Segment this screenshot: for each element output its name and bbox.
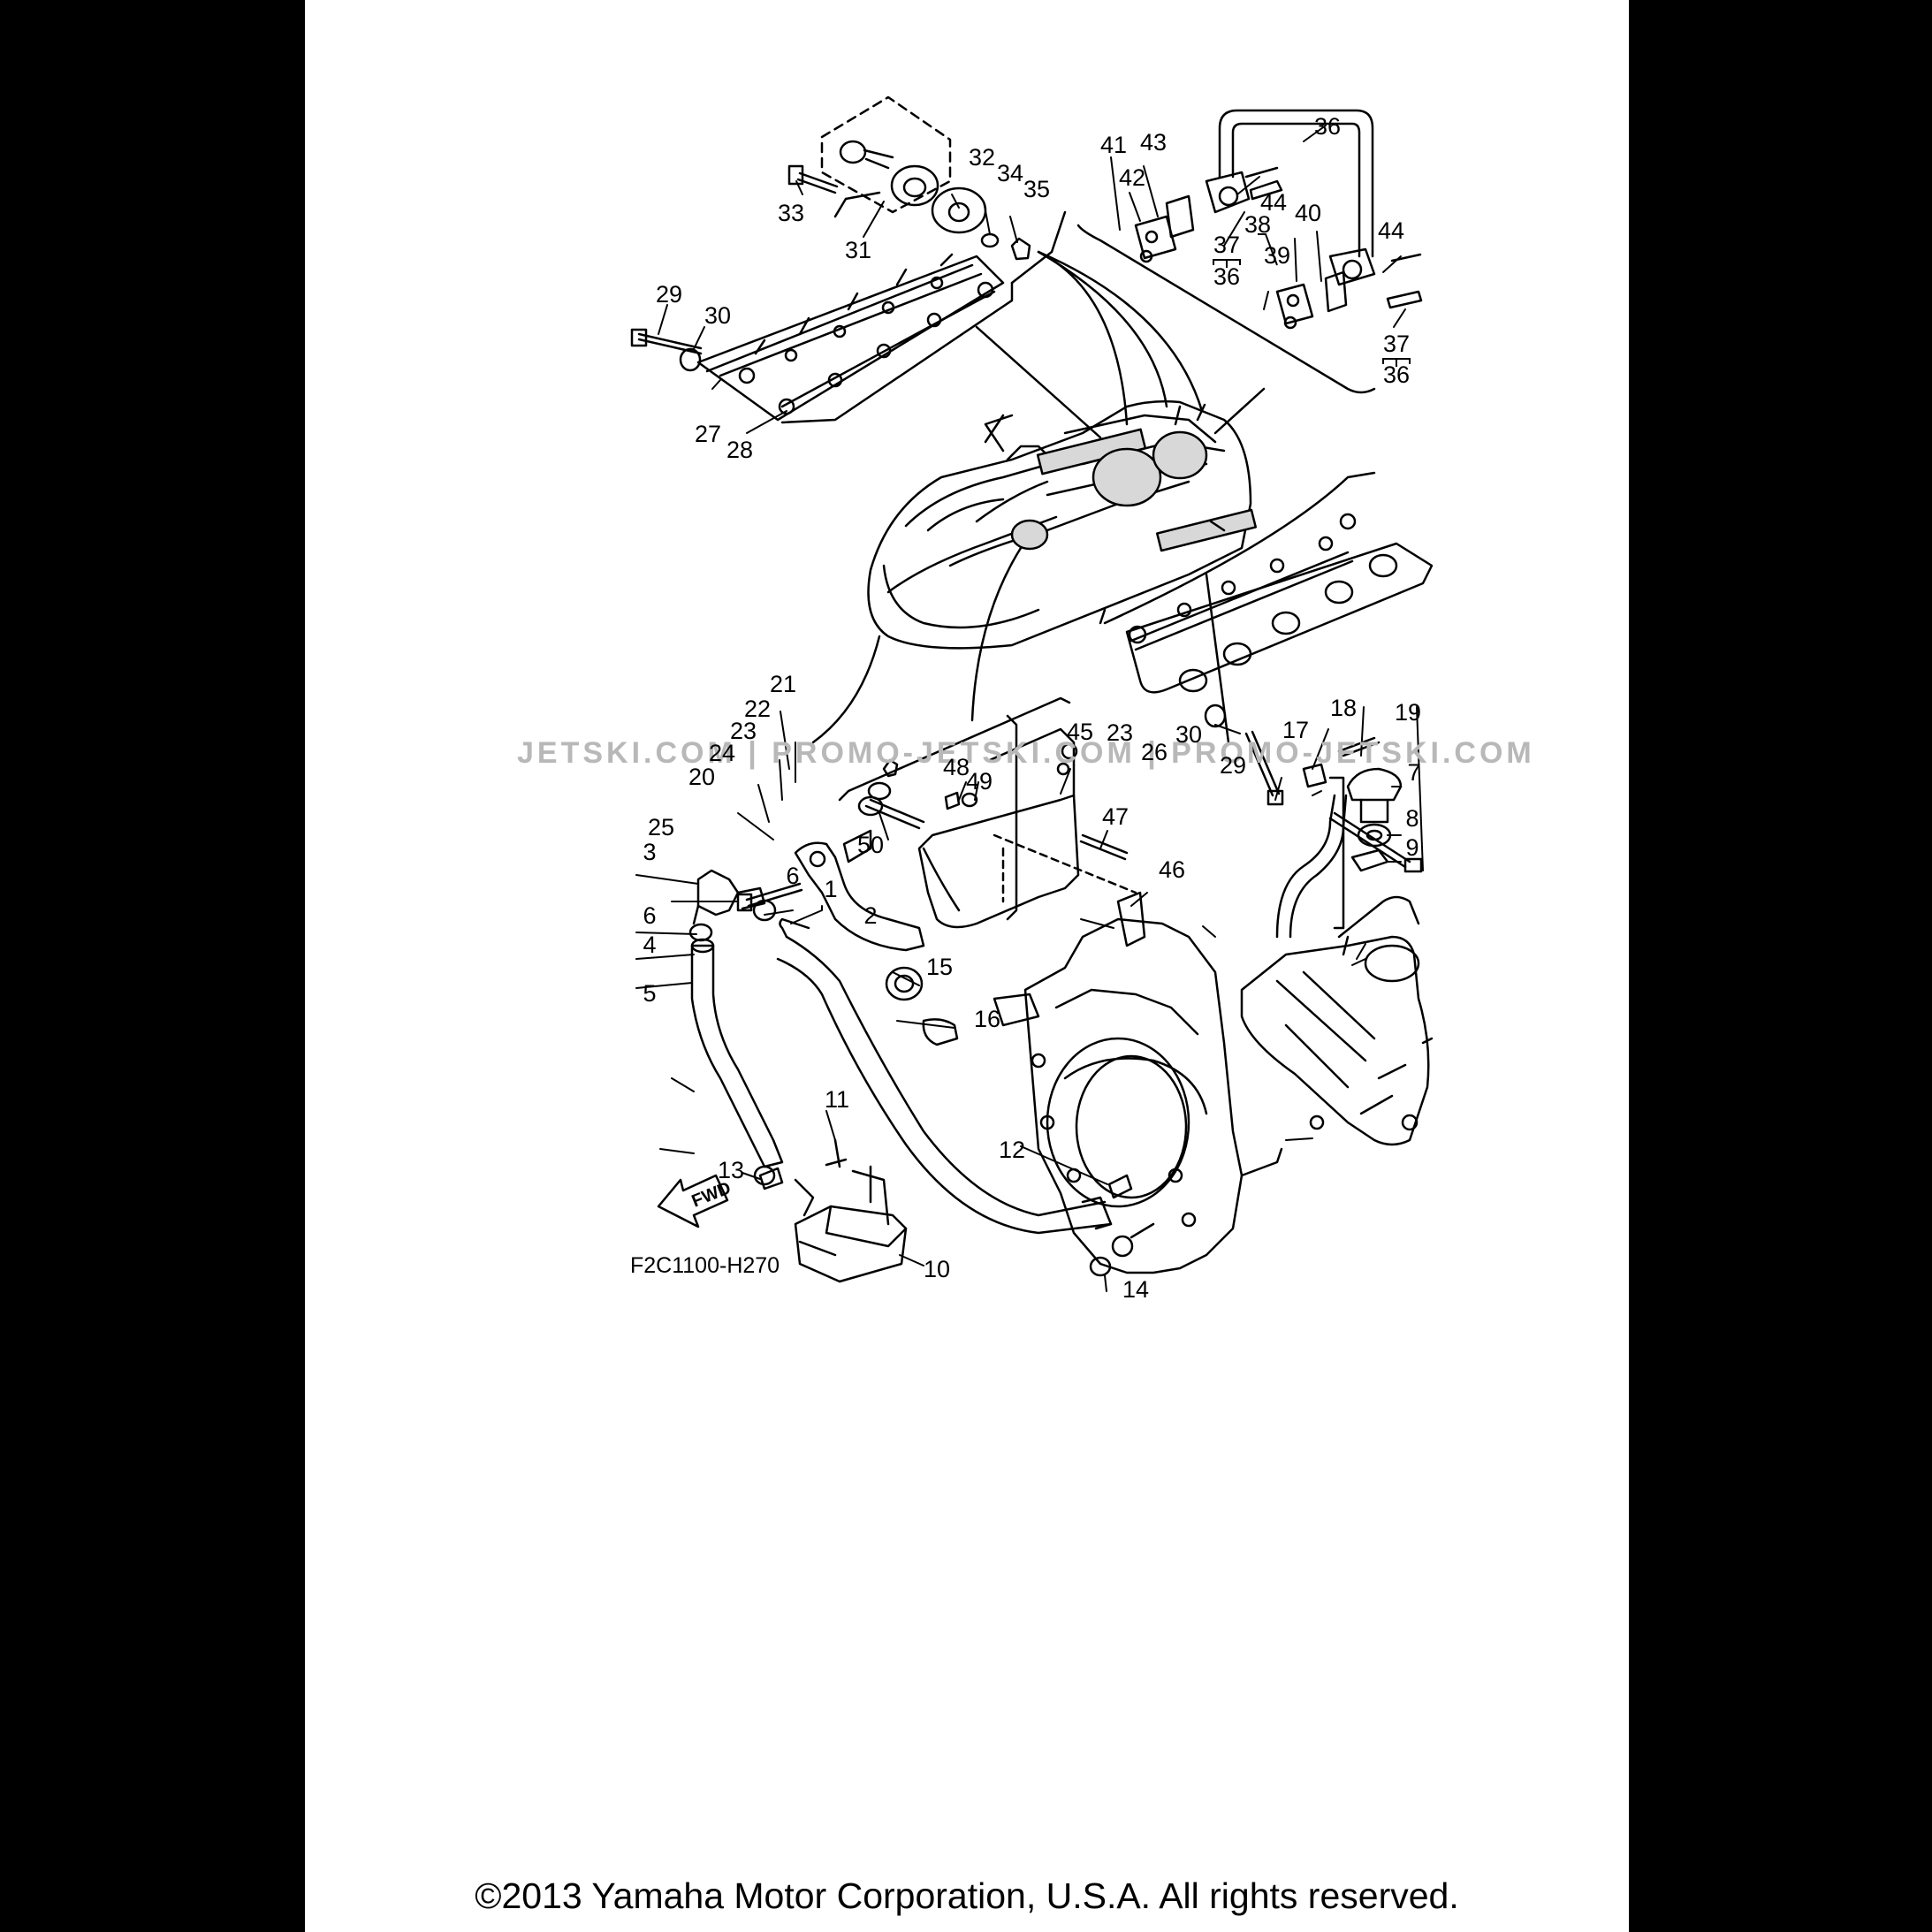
callout: 4: [643, 932, 656, 958]
callout: 20: [688, 764, 715, 790]
callout: 31: [845, 237, 871, 263]
callout: 9: [1405, 834, 1419, 861]
callout: 21: [770, 671, 796, 697]
callout: 46: [1159, 856, 1185, 883]
callout: 42: [1119, 164, 1145, 191]
callout: 23: [730, 718, 757, 744]
watermark-text: JETSKI.COM | PROMO-JETSKI.COM | PROMO-JE…: [517, 736, 1535, 770]
callout: 5: [643, 980, 656, 1007]
callout: 30: [704, 302, 731, 329]
diagram-sheet: JETSKI.COM | PROMO-JETSKI.COM | PROMO-JE…: [305, 0, 1629, 1932]
parts-diagram: JETSKI.COM | PROMO-JETSKI.COM | PROMO-JE…: [517, 95, 1535, 1303]
seal-parts: [885, 966, 959, 1046]
callout: 11: [825, 1086, 849, 1113]
callout-labels: 1 2 3 4 5 6 6 7 8 9 10 11 12 13 14 15 16…: [643, 113, 1421, 1303]
callout: 6: [643, 902, 656, 929]
callout: 50: [857, 832, 884, 858]
callout: 34: [997, 160, 1023, 186]
callout: 16: [974, 1006, 1000, 1032]
leader-lines: [635, 125, 1424, 1292]
callout: 37: [1213, 232, 1240, 258]
callout: 30: [1175, 721, 1202, 748]
small-fasteners: [758, 767, 1403, 1277]
callout: 44: [1378, 217, 1404, 244]
callout: 8: [1405, 805, 1419, 832]
leader-arrows: [811, 250, 1266, 744]
watercraft-hull: [867, 399, 1258, 650]
callout: 37: [1383, 331, 1410, 357]
callout: 23: [1107, 719, 1133, 746]
callout: 6: [786, 863, 799, 889]
fwd-arrow: [657, 1174, 729, 1228]
cooling-hoses: [688, 869, 1113, 1235]
callout: 49: [966, 768, 993, 795]
callout: 12: [999, 1137, 1025, 1163]
diagram-code: F2C1100-H270: [630, 1253, 780, 1278]
callout: 28: [726, 437, 753, 463]
callout: 48: [943, 754, 970, 780]
callout: 3: [643, 839, 656, 865]
callout: 36: [1314, 113, 1341, 140]
callout: 1: [824, 876, 837, 902]
callout: 14: [1122, 1276, 1149, 1303]
callout: 19: [1395, 699, 1421, 726]
callout: 32: [969, 144, 995, 171]
callout: 17: [1282, 717, 1309, 743]
callout: 44: [1260, 189, 1287, 216]
callout: 26: [1141, 739, 1168, 765]
side-rail-inset: [1099, 471, 1434, 806]
callout: 41: [1100, 132, 1127, 158]
callout: 22: [744, 696, 771, 722]
callout: 7: [1407, 759, 1420, 786]
callout: 27: [695, 421, 721, 447]
callout: 40: [1295, 200, 1321, 226]
callout: 10: [924, 1256, 950, 1282]
callout: 15: [926, 954, 953, 980]
seat-rail-inset: [630, 210, 1067, 424]
callout: 2: [863, 902, 877, 929]
callout: 45: [1067, 719, 1093, 745]
jet-pump-assembly: [1240, 794, 1434, 1146]
callout-brackets: [1213, 233, 1411, 367]
callout: 13: [718, 1157, 744, 1183]
callout: 43: [1140, 129, 1167, 156]
callout: 29: [656, 281, 682, 308]
callout: 18: [1330, 695, 1357, 721]
callout: 35: [1023, 176, 1050, 202]
bottom-plate: [838, 696, 1146, 947]
grab-handle: [1076, 109, 1423, 394]
callout: 29: [1220, 752, 1246, 779]
copyright-notice: ©2013 Yamaha Motor Corporation, U.S.A. A…: [475, 1875, 1459, 1916]
callout: 25: [648, 814, 674, 840]
callout: 33: [778, 200, 804, 226]
key-switch-group: [787, 95, 1031, 261]
controller-unit: [794, 1138, 908, 1283]
callout: 24: [709, 740, 735, 766]
callout: 47: [1102, 803, 1129, 830]
intake-housing: [993, 917, 1283, 1274]
